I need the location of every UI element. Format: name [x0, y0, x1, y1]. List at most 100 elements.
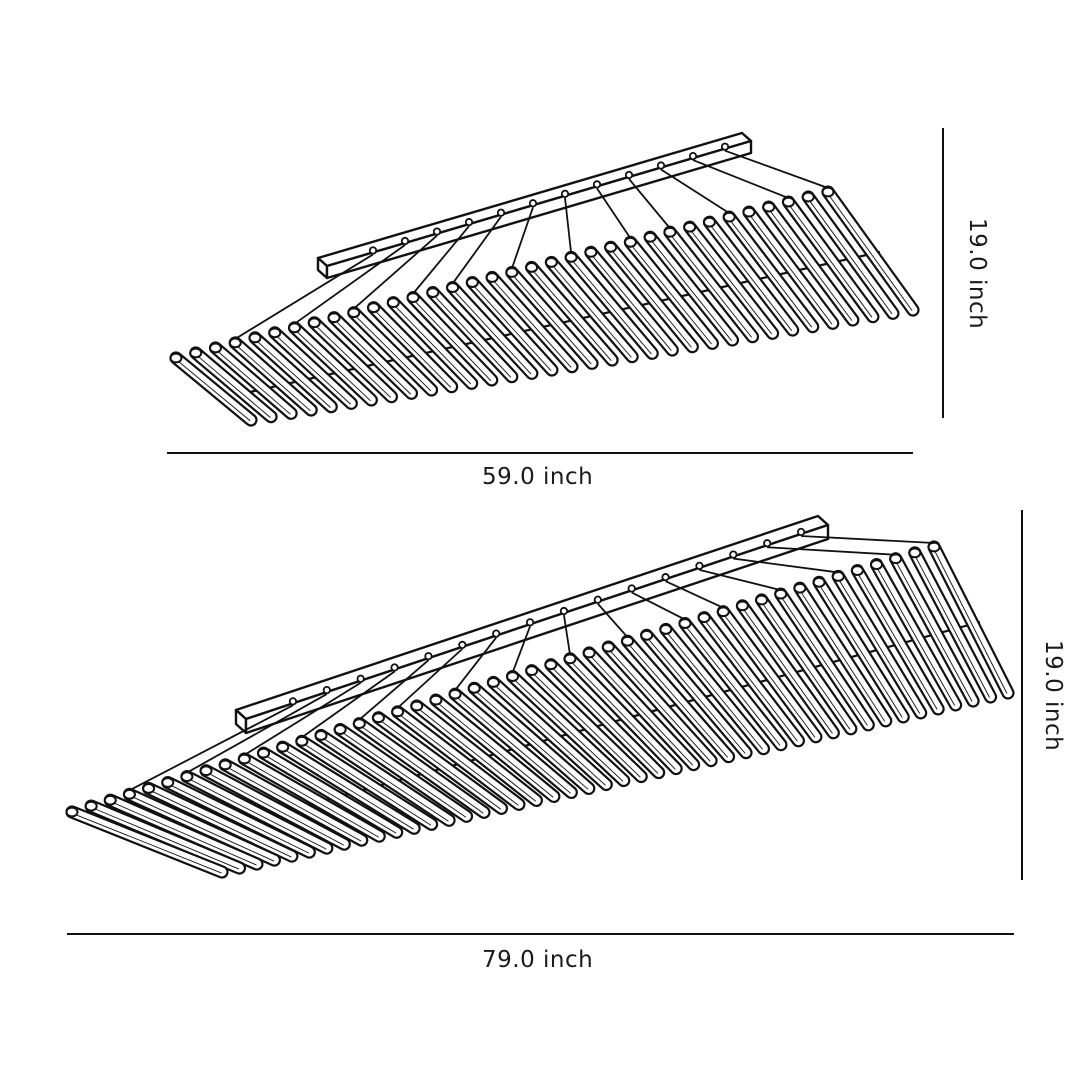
- wire: [733, 557, 839, 574]
- slat-end-cap: [563, 653, 577, 665]
- wire: [451, 216, 502, 285]
- hook-eyelet-icon: [322, 685, 331, 695]
- slat: [485, 270, 579, 374]
- slat: [659, 622, 771, 756]
- slat-end-cap: [446, 282, 460, 293]
- slat: [584, 245, 679, 357]
- slat: [702, 215, 800, 337]
- slat: [506, 669, 631, 788]
- slat-edge: [607, 647, 711, 762]
- slat-edge: [194, 353, 271, 418]
- wire: [353, 234, 438, 310]
- slat-end-cap: [65, 806, 79, 818]
- wire: [699, 568, 781, 591]
- slat-edge: [511, 677, 624, 782]
- slat-edge: [392, 303, 472, 385]
- slat: [122, 787, 281, 867]
- slat-edge: [609, 247, 692, 348]
- hook-eyelet-icon: [729, 550, 738, 559]
- slat: [486, 675, 613, 792]
- slat-edge: [411, 298, 492, 382]
- slat-edge: [313, 323, 391, 398]
- wire: [596, 187, 632, 239]
- slat-edge: [688, 227, 773, 335]
- suspension-wire: [796, 527, 935, 544]
- suspension-wire: [234, 246, 378, 340]
- wire: [301, 670, 396, 739]
- slat-end-cap: [429, 694, 443, 706]
- slat-end-cap: [793, 582, 807, 594]
- suspension-wire: [763, 539, 896, 556]
- wire: [511, 206, 534, 269]
- slat: [640, 628, 753, 760]
- slat: [386, 296, 479, 390]
- suspension-wire: [451, 208, 506, 285]
- slat-end-cap: [189, 347, 203, 359]
- wire: [692, 159, 789, 199]
- large-width-dimension-line: [67, 933, 1014, 935]
- slat: [601, 640, 718, 768]
- slat-end-cap: [371, 712, 385, 724]
- slat-end-cap: [386, 297, 400, 309]
- slat-end-cap: [180, 771, 194, 783]
- slat: [103, 793, 264, 871]
- slat-end-cap: [889, 553, 903, 565]
- hook-eyelet-icon: [661, 573, 670, 582]
- slat-edge: [234, 343, 311, 412]
- hook-eyelet-icon: [528, 199, 538, 208]
- suspension-wire: [412, 218, 474, 295]
- hook-eyelet-icon: [592, 180, 602, 189]
- slat: [161, 775, 316, 859]
- slat-edge: [817, 582, 903, 718]
- slat-edge: [836, 576, 921, 714]
- hook-eyelet-icon: [492, 629, 501, 638]
- slat-end-cap: [722, 211, 736, 223]
- wire: [412, 225, 470, 295]
- slat-end-cap: [564, 251, 578, 263]
- hook-eyelet-icon: [368, 246, 378, 255]
- slat: [801, 190, 900, 320]
- slat-end-cap: [716, 606, 730, 618]
- slat-end-cap: [276, 741, 290, 753]
- slat-edge: [273, 333, 351, 405]
- slat-edge: [568, 659, 676, 770]
- slat-edge: [167, 783, 310, 854]
- suspension-wire: [301, 663, 399, 739]
- suspension-wire: [560, 189, 573, 254]
- slat-edge: [588, 653, 694, 766]
- slat: [426, 286, 519, 384]
- suspension-wire: [243, 674, 365, 756]
- slat: [774, 587, 875, 732]
- slat: [850, 563, 945, 716]
- slat-edge: [332, 318, 412, 395]
- slat: [248, 331, 338, 414]
- slat: [276, 740, 421, 835]
- slat-edge: [473, 688, 589, 790]
- slat-end-cap: [268, 327, 282, 339]
- slat-edge: [431, 293, 512, 378]
- slat-edge: [358, 724, 484, 814]
- hook-eyelet-icon: [496, 208, 506, 217]
- slat-end-cap: [248, 332, 262, 344]
- slat-edge: [626, 641, 729, 758]
- hook-eyelet-icon: [656, 161, 666, 170]
- wire: [724, 149, 829, 189]
- slat: [663, 225, 760, 344]
- slat: [697, 611, 805, 748]
- slat: [722, 210, 820, 334]
- suspension-wire: [624, 170, 671, 229]
- slat-end-cap: [623, 236, 637, 248]
- wire: [631, 591, 686, 621]
- hook-eyelet-icon: [424, 652, 433, 661]
- slat-end-cap: [544, 257, 558, 268]
- slat-edge: [320, 735, 449, 822]
- hook-eyelet-icon: [464, 218, 474, 227]
- wire: [665, 580, 724, 609]
- hook-eyelet-icon: [432, 227, 442, 236]
- hook-eyelet-icon: [288, 697, 298, 706]
- suspension-wire: [720, 142, 829, 189]
- slat-edge: [708, 222, 793, 331]
- slat-edge: [281, 747, 414, 830]
- slat: [870, 558, 963, 712]
